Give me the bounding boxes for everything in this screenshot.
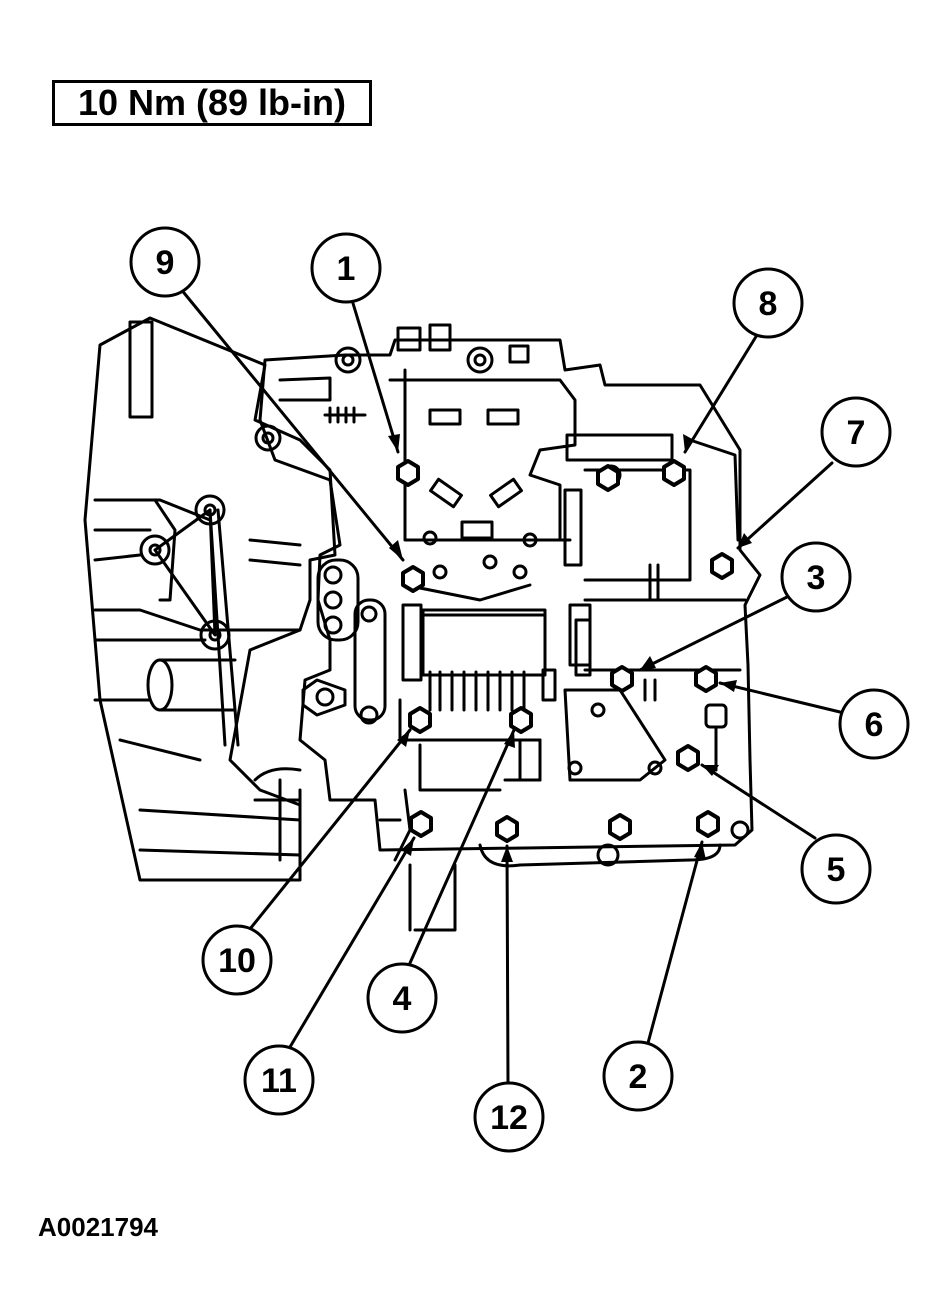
callout-7: 7 (847, 414, 866, 452)
bolt-10 (408, 706, 432, 734)
leader-4 (408, 728, 516, 965)
bolt-11 (409, 810, 433, 838)
torque-spec-label: 10 Nm (89 lb-in) (77, 82, 347, 123)
callout-circle-9 (129, 226, 201, 298)
leader-5 (700, 763, 817, 840)
bolt-heads (396, 459, 734, 843)
bolt-unnumbered-a (596, 464, 620, 492)
leader-7 (736, 461, 834, 550)
valve-body (254, 323, 762, 932)
bolt-7 (710, 552, 734, 580)
leader-2 (646, 840, 704, 1045)
callout-circle-12 (473, 1081, 545, 1153)
leader-12 (505, 844, 510, 1085)
bolt-4 (509, 706, 533, 734)
torque-spec-box: 10 Nm (89 lb-in) (52, 80, 372, 126)
figure-id: A0021794 (38, 1212, 158, 1242)
callout-circle-6 (838, 688, 910, 760)
arrowheads (388, 434, 752, 862)
leader-11 (288, 836, 416, 1049)
leader-1 (350, 298, 400, 454)
callout-circle-11 (243, 1044, 315, 1116)
leader-8 (683, 333, 759, 454)
callout-circle-8 (732, 267, 804, 339)
callout-circle-5 (800, 833, 872, 905)
callout-circle-4 (366, 962, 438, 1034)
callout-6: 6 (865, 706, 884, 744)
callout-circle-7 (820, 396, 892, 468)
bolt-3 (610, 665, 634, 693)
bolt-unnumbered-b (608, 813, 632, 841)
transmission-case (83, 316, 337, 882)
linkage (139, 494, 231, 651)
bolt-6 (694, 665, 718, 693)
callout-circle-10 (201, 924, 273, 996)
leader-9 (178, 286, 405, 562)
leader-6 (718, 681, 842, 714)
callout-1: 1 (337, 250, 356, 288)
callout-2: 2 (629, 1058, 648, 1096)
bolt-5 (676, 744, 700, 772)
callout-5: 5 (827, 851, 846, 889)
callout-circle-2 (602, 1040, 674, 1112)
leader-3 (638, 595, 789, 672)
bolt-8 (662, 459, 686, 487)
callout-4: 4 (393, 980, 412, 1018)
callout-circle-1 (310, 232, 382, 304)
leader-10 (248, 728, 412, 931)
callout-8: 8 (759, 285, 778, 323)
callout-circles (129, 226, 910, 1153)
callout-3: 3 (807, 559, 826, 597)
bolt-2 (696, 810, 720, 838)
leader-lines (178, 286, 842, 1085)
bolt-1 (396, 459, 420, 487)
callout-numbers: 9 1 8 7 3 6 5 10 4 11 12 2 (156, 244, 884, 1137)
bolt-12 (495, 815, 519, 843)
bolt-9 (401, 565, 425, 593)
callout-9: 9 (156, 244, 175, 282)
callout-11: 11 (261, 1062, 297, 1100)
callout-circle-3 (780, 541, 852, 613)
callout-10: 10 (218, 942, 256, 980)
callout-12: 12 (490, 1099, 528, 1137)
